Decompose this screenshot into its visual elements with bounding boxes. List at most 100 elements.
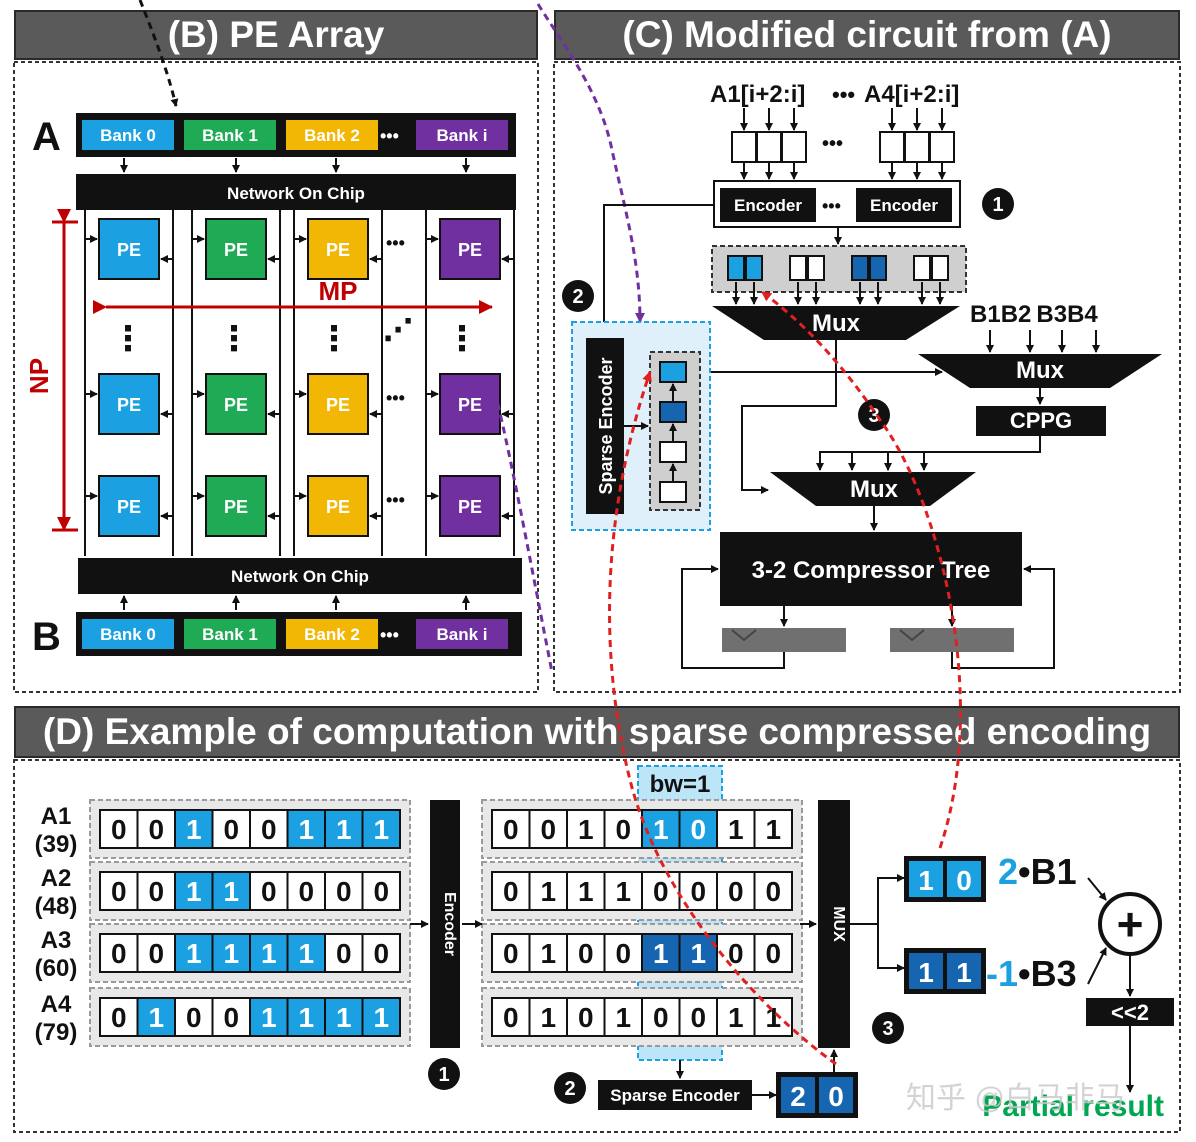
pe-r1-c1-label: PE: [224, 395, 248, 415]
np-label: NP: [24, 358, 54, 394]
input-row-2-bit-2-text: 1: [186, 938, 202, 969]
enc-row-2-bit-4-text: 1: [653, 938, 669, 969]
input-row-1-bit-5: [286, 871, 326, 911]
input-row-0-bit-3: [211, 809, 251, 849]
panel-b-title: (B) PE Array: [14, 10, 538, 60]
pe-row-0-dots: •••: [386, 233, 405, 253]
input-row-2-bit-5-text: 1: [298, 938, 314, 969]
sparse-out-bit-1-text: 0: [828, 1081, 844, 1112]
panel-d-title: (D) Example of computation with sparse c…: [14, 706, 1180, 758]
enc-row-0-bit-5: [678, 809, 718, 849]
input-row-1-bit-6-text: 0: [336, 876, 352, 907]
bottom-bank-1: [184, 619, 276, 649]
input-row-0-bit-3-text: 0: [223, 814, 239, 845]
pe-col-3-vdots: ⋮: [445, 320, 479, 358]
input-row-2-bit-3: [211, 933, 251, 973]
enc-row-3-bit-5: [678, 997, 718, 1037]
mux-3: [770, 472, 976, 506]
bottom-bank-dots: •••: [380, 625, 399, 645]
input-left-label: A1[i+2:i]: [710, 81, 805, 108]
enc-row-1-bit-4-text: 0: [653, 876, 669, 907]
enc-reg-3-a: [913, 255, 931, 281]
panel-d-frame: [13, 759, 1181, 1133]
enc-row-1-bit-0: [491, 871, 531, 911]
input-row-3-bit-0-text: 0: [111, 1002, 127, 1033]
example-step-2-badge: [554, 1072, 586, 1104]
sparse-reg-4: [659, 481, 687, 503]
pe-r0-c3: [439, 218, 501, 280]
enc-row-2-bit-7-text: 0: [765, 938, 781, 969]
row-2-name: A3: [41, 927, 72, 954]
input-reg-0-0: [731, 131, 757, 163]
enc-row-3-bit-5-text: 0: [690, 1002, 706, 1033]
enc-row-2-bit-2-text: 0: [578, 938, 594, 969]
enc-row-3-bit-7-text: 1: [765, 1002, 781, 1033]
cppg-block: [976, 406, 1106, 436]
out-top-bit-0: [907, 859, 945, 899]
pe-r0-c3-label: PE: [458, 240, 482, 260]
pe-r0-c2-label: PE: [326, 240, 350, 260]
enc-row-1-bit-4: [641, 871, 681, 911]
output-register-1: [722, 628, 846, 652]
mux-2: [918, 354, 1162, 388]
input-row-1-bit-3-text: 1: [223, 876, 239, 907]
modified-circuit-panel: A1[i+2:i] ••• A4[i+2:i] ••• Encoder ••• …: [562, 81, 1162, 669]
pe-r1-c0-label: PE: [117, 395, 141, 415]
input-row-3-bit-7-text: 1: [373, 1002, 389, 1033]
top-bank-3-label: Bank i: [436, 126, 487, 145]
example-step-3-badge: [872, 1012, 904, 1044]
row-3-name: A4: [41, 991, 72, 1018]
input-row-1-bit-7-text: 0: [373, 876, 389, 907]
encoder-1-label: Encoder: [734, 196, 802, 215]
top-bank-0-label: Bank 0: [100, 126, 156, 145]
enc-row-1-bit-0-text: 0: [503, 876, 519, 907]
enc-row-3-bit-6-text: 1: [728, 1002, 744, 1033]
enc-row-1-bit-3: [603, 871, 643, 911]
noc-top-label: Network On Chip: [227, 184, 365, 203]
out-top-bit-0-text: 1: [918, 865, 934, 896]
input-row-3-bit-0: [99, 997, 139, 1037]
sparse-out-bit-1: [817, 1075, 855, 1115]
out-bottom-bit-0: [907, 951, 945, 991]
pe-r1-c2-label: PE: [326, 395, 350, 415]
input-row-2-bit-0-text: 0: [111, 938, 127, 969]
input-row-3-bit-2: [174, 997, 214, 1037]
sparse-reg-1: [659, 361, 687, 383]
enc-reg-1-b: [807, 255, 825, 281]
out-top-bit-1-text: 0: [956, 865, 972, 896]
enc-row-2-bit-6-text: 0: [728, 938, 744, 969]
pe-r2-c0-label: PE: [117, 497, 141, 517]
compressor-label: 3-2 Compressor Tree: [752, 557, 991, 584]
out-bottom-bit-0-text: 1: [918, 957, 934, 988]
pe-r0-c1: [205, 218, 267, 280]
sparse-reg-3: [659, 441, 687, 463]
input-row-3-bit-4: [249, 997, 289, 1037]
enc-row-1-bit-7: [753, 871, 793, 911]
circuit-step-1-label: 1: [992, 194, 1003, 216]
example-encoder: [430, 800, 460, 1048]
example-step-3-label: 3: [882, 1018, 893, 1040]
enc-row-0-bit-6-text: 1: [728, 814, 744, 845]
input-reg-0-1: [756, 131, 782, 163]
input-reg-1-1: [904, 131, 930, 163]
input-row-3-bit-4-text: 1: [261, 1002, 277, 1033]
input-row-2-bit-4-text: 1: [261, 938, 277, 969]
input-row-1-bit-3: [211, 871, 251, 911]
enc-row-1-bit-1-text: 1: [540, 876, 556, 907]
input-row-1-bit-0-text: 0: [111, 876, 127, 907]
bw-label: bw=1: [650, 771, 711, 798]
pe-r0-c2: [307, 218, 369, 280]
input-row-3-bit-6-text: 1: [336, 1002, 352, 1033]
input-reg-1-2: [929, 131, 955, 163]
input-row-3-bit-2-text: 0: [186, 1002, 202, 1033]
pe-r1-c0: [98, 373, 160, 435]
pe-r0-c0-label: PE: [117, 240, 141, 260]
shift-label: <<2: [1111, 1000, 1149, 1025]
top-bank-2: [286, 120, 378, 150]
enc-reg-0-b: [745, 255, 763, 281]
input-row-0-bit-7: [361, 809, 401, 849]
pe-col-0-vdots: ⋮: [111, 320, 145, 358]
example-step-1-label: 1: [438, 1064, 449, 1086]
